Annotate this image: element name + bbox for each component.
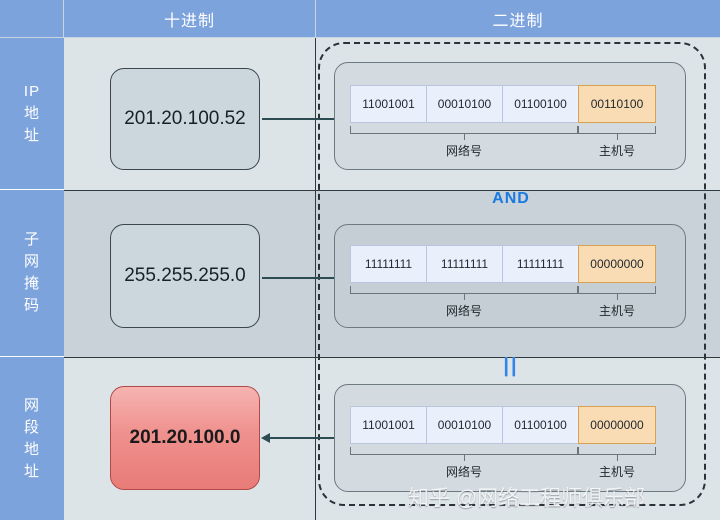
binary-octet-host: 00000000 — [578, 245, 656, 283]
operator-and: AND — [492, 190, 530, 207]
header-decimal: 十进制 — [64, 0, 316, 38]
row-divider-2 — [64, 357, 720, 358]
decimal-box-network-result[interactable]: 201.20.100.0 — [110, 386, 260, 490]
binary-octet: 01100100 — [502, 85, 578, 123]
binary-octet: 11111111 — [426, 245, 502, 283]
arrow-head-result — [261, 433, 270, 443]
decimal-box-mask[interactable]: 255.255.255.0 — [110, 224, 260, 328]
sidebar-item-ip-address[interactable]: IP 地 址 — [0, 38, 64, 190]
binary-octet: 11001001 — [350, 85, 426, 123]
brace-host-ip — [578, 126, 656, 141]
sidebar-label-line: 子 — [23, 231, 40, 248]
binary-octet: 11001001 — [350, 406, 426, 444]
binary-octet: 11111111 — [350, 245, 426, 283]
sidebar-label-line: 网 — [23, 253, 40, 270]
brace-network-mask — [350, 286, 578, 301]
column-divider — [315, 38, 316, 520]
header-corner-cell — [0, 0, 64, 38]
binary-octet: 00010100 — [426, 406, 502, 444]
sidebar-label-line: IP — [23, 82, 41, 100]
binary-octet: 00010100 — [426, 85, 502, 123]
binary-octet: 01100100 — [502, 406, 578, 444]
sidebar-item-network-address[interactable]: 网 段 地 址 — [0, 357, 64, 520]
sidebar-label-line: 段 — [23, 418, 40, 436]
brace-label-network-ip: 网络号 — [445, 144, 482, 158]
sidebar-label-line: 网 — [23, 396, 40, 414]
binary-octet-host: 00000000 — [578, 406, 656, 444]
header-binary: 二进制 — [316, 0, 720, 38]
sidebar-item-subnet-mask[interactable]: 子 网 掩 码 — [0, 190, 64, 357]
binary-octet-row-ip: 11001001 00010100 01100100 00110100 — [350, 85, 656, 123]
brace-network-result — [350, 447, 578, 462]
binary-octet: 11111111 — [502, 245, 578, 283]
brace-label-host-ip: 主机号 — [598, 144, 635, 158]
sidebar-label-line: 址 — [23, 126, 40, 144]
binary-group-dashed-outline — [318, 42, 706, 506]
sidebar-label-line: 掩 — [23, 275, 40, 292]
sidebar-label-line: 址 — [23, 462, 40, 480]
operator-equals: || — [503, 355, 519, 377]
sidebar-label-line: 地 — [23, 440, 40, 458]
binary-octet-host: 00110100 — [578, 85, 656, 123]
brace-label-host-mask: 主机号 — [598, 304, 635, 318]
brace-label-host-result: 主机号 — [598, 465, 635, 479]
sidebar-label-line: 地 — [23, 104, 40, 122]
decimal-box-ip[interactable]: 201.20.100.52 — [110, 68, 260, 170]
arrow-line-ip — [262, 118, 342, 120]
arrow-line-mask — [262, 277, 342, 279]
sidebar-label-line: 码 — [23, 297, 40, 314]
binary-octet-row-mask: 11111111 11111111 11111111 00000000 — [350, 245, 656, 283]
binary-octet-row-result: 11001001 00010100 01100100 00000000 — [350, 406, 656, 444]
brace-label-network-result: 网络号 — [445, 465, 482, 479]
brace-network-ip — [350, 126, 578, 141]
brace-host-result — [578, 447, 656, 462]
row-divider-1 — [64, 190, 720, 191]
brace-label-network-mask: 网络号 — [445, 304, 482, 318]
arrow-line-result — [270, 437, 340, 439]
brace-host-mask — [578, 286, 656, 301]
